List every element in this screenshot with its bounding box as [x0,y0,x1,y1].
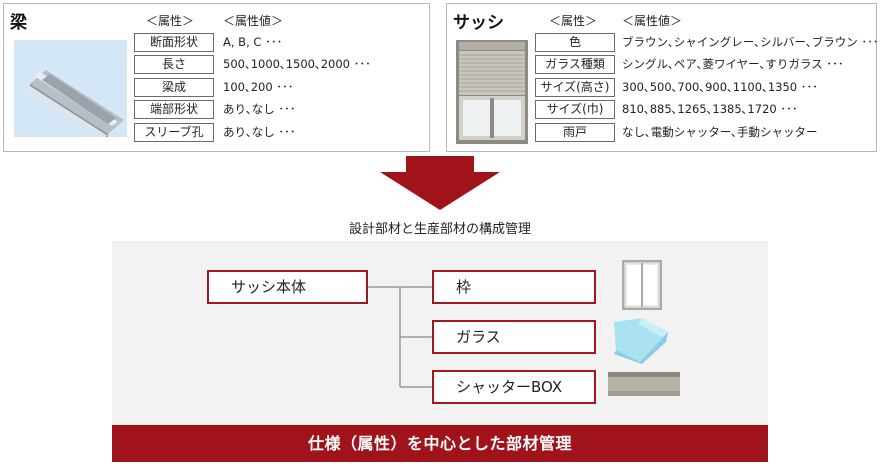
hari-value-header: ＜属性値＞ [223,14,284,28]
sash-panel-title: サッシ [453,13,504,33]
hari-attr-cell: 長さ [134,55,214,74]
structure-caption: 設計部材と生産部材の構成管理 [348,222,531,237]
summary-banner: 仕様（属性）を中心とした部材管理 [112,425,768,462]
hari-value-cell: 500､1000､1500､2000 ･･･ [223,57,371,71]
hari-attr-cell: 梁成 [134,78,214,97]
hari-value-cell: あり､なし ･･･ [223,102,296,116]
tree-child-node-frame: 枠 [432,270,596,304]
sash-window-image [456,40,528,144]
sash-value-header: ＜属性値＞ [622,14,683,28]
down-arrow-icon [380,156,500,210]
hari-panel-title: 梁 [10,13,27,33]
sash-value-cell: 810､885､1265､1385､1720 ･･･ [622,102,798,116]
sash-attr-cell: サイズ(巾) [535,100,615,119]
hari-value-cell: 100､200 ･･･ [223,80,294,94]
hari-value-cell: あり､なし ･･･ [223,125,296,139]
tree-child-node-glass: ガラス [432,320,596,354]
shutter-box-image [608,372,680,396]
sash-attr-cell: ガラス種類 [535,55,615,74]
sash-attr-cell: サイズ(高さ) [535,78,615,97]
window-frame-image [622,260,662,310]
beam-image [14,40,127,137]
glass-pane-image [614,318,668,364]
hari-attr-cell: 断面形状 [134,33,214,52]
sash-value-cell: ブラウン､シャイングレー､シルバー､ブラウン ･･･ [622,35,879,49]
sash-value-cell: シングル､ペア､菱ワイヤー､すりガラス ･･･ [622,57,844,71]
sash-value-cell: なし､電動シャッター､手動シャッター [622,125,818,139]
hari-panel: 梁 ＜属性＞ ＜属性値＞ 断面形状 A, B, C ･･･ 長さ 500､100… [3,3,430,152]
sash-panel: サッシ ＜属性＞ ＜属性値＞ 色 ブラウン､シャイングレー､シルバー､ブラウン … [446,3,879,152]
hari-attr-cell: 端部形状 [134,100,214,119]
hari-attr-cell: スリーブ孔 [134,123,214,142]
tree-root-node: サッシ本体 [207,270,368,304]
sash-attr-header: ＜属性＞ [549,14,598,28]
sash-attr-cell: 雨戸 [535,123,615,142]
sash-attr-cell: 色 [535,33,615,52]
tree-child-node-shutter-box: シャッターBOX [432,370,596,404]
hari-value-cell: A, B, C ･･･ [223,35,283,49]
hari-attr-header: ＜属性＞ [146,14,195,28]
sash-value-cell: 300､500､700､900､1100､1350 ･･･ [622,80,818,94]
